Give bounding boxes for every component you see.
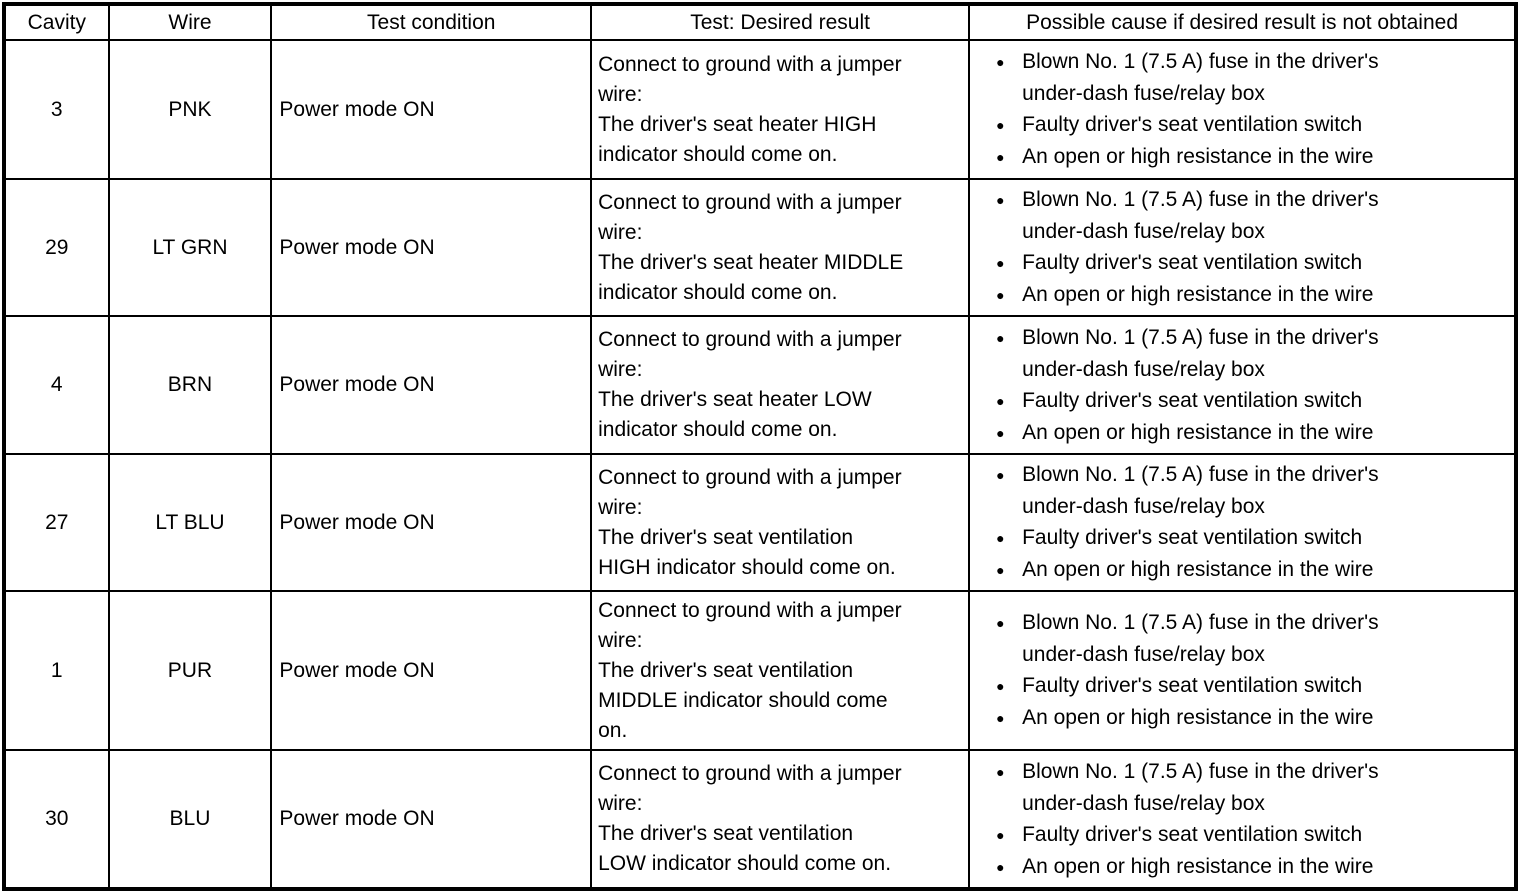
cause-item: Faulty driver's seat ventilation switch	[971, 819, 1512, 851]
cause-item: Blown No. 1 (7.5 A) fuse in the driver's…	[971, 607, 1512, 670]
causes-list: Blown No. 1 (7.5 A) fuse in the driver's…	[971, 607, 1512, 734]
wire-cell: PUR	[107, 590, 273, 751]
cavity-cell: 4	[3, 315, 110, 455]
header-wire: Wire	[107, 3, 273, 41]
test-condition-cell: Power mode ON	[270, 315, 593, 455]
desired-result-cell: Connect to ground with a jumper wire: Th…	[590, 749, 971, 890]
wire-cell: LT GRN	[107, 178, 273, 317]
causes-list: Blown No. 1 (7.5 A) fuse in the driver's…	[971, 322, 1512, 449]
causes-cell: Blown No. 1 (7.5 A) fuse in the driver's…	[968, 749, 1517, 890]
table-row: 29 LT GRN Power mode ON Connect to groun…	[3, 178, 1517, 317]
table-header-row: Cavity Wire Test condition Test: Desired…	[3, 3, 1517, 41]
causes-cell: Blown No. 1 (7.5 A) fuse in the driver's…	[968, 590, 1517, 751]
cavity-cell: 30	[3, 749, 110, 890]
cause-item: An open or high resistance in the wire	[971, 141, 1512, 173]
cause-item: Faulty driver's seat ventilation switch	[971, 247, 1512, 279]
test-condition-cell: Power mode ON	[270, 178, 593, 317]
cause-item: Blown No. 1 (7.5 A) fuse in the driver's…	[971, 756, 1512, 819]
causes-list: Blown No. 1 (7.5 A) fuse in the driver's…	[971, 756, 1512, 883]
table-row: 1 PUR Power mode ON Connect to ground wi…	[3, 590, 1517, 751]
cause-item: An open or high resistance in the wire	[971, 279, 1512, 311]
wire-cell: BLU	[107, 749, 273, 890]
desired-result-cell: Connect to ground with a jumper wire: Th…	[590, 315, 971, 455]
cause-item: Blown No. 1 (7.5 A) fuse in the driver's…	[971, 184, 1512, 247]
cause-item: An open or high resistance in the wire	[971, 702, 1512, 734]
test-condition-cell: Power mode ON	[270, 453, 593, 592]
cause-item: Blown No. 1 (7.5 A) fuse in the driver's…	[971, 46, 1512, 109]
desired-result-cell: Connect to ground with a jumper wire: Th…	[590, 39, 971, 180]
cavity-cell: 1	[3, 590, 110, 751]
wire-cell: BRN	[107, 315, 273, 455]
cavity-cell: 29	[3, 178, 110, 317]
table-row: 27 LT BLU Power mode ON Connect to groun…	[3, 453, 1517, 592]
causes-list: Blown No. 1 (7.5 A) fuse in the driver's…	[971, 459, 1512, 586]
table-row: 30 BLU Power mode ON Connect to ground w…	[3, 749, 1517, 890]
cavity-cell: 27	[3, 453, 110, 592]
causes-cell: Blown No. 1 (7.5 A) fuse in the driver's…	[968, 39, 1517, 180]
causes-list: Blown No. 1 (7.5 A) fuse in the driver's…	[971, 46, 1512, 173]
causes-list: Blown No. 1 (7.5 A) fuse in the driver's…	[971, 184, 1512, 311]
desired-result-cell: Connect to ground with a jumper wire: Th…	[590, 453, 971, 592]
table-row: 4 BRN Power mode ON Connect to ground wi…	[3, 315, 1517, 455]
header-desired-result: Test: Desired result	[590, 3, 971, 41]
cause-item: Faulty driver's seat ventilation switch	[971, 522, 1512, 554]
cause-item: An open or high resistance in the wire	[971, 554, 1512, 586]
cause-item: Faulty driver's seat ventilation switch	[971, 385, 1512, 417]
cause-item: An open or high resistance in the wire	[971, 851, 1512, 883]
header-cavity: Cavity	[3, 3, 110, 41]
causes-cell: Blown No. 1 (7.5 A) fuse in the driver's…	[968, 178, 1517, 317]
table-row: 3 PNK Power mode ON Connect to ground wi…	[3, 39, 1517, 180]
cause-item: An open or high resistance in the wire	[971, 417, 1512, 449]
cause-item: Faulty driver's seat ventilation switch	[971, 670, 1512, 702]
cause-item: Blown No. 1 (7.5 A) fuse in the driver's…	[971, 459, 1512, 522]
cause-item: Blown No. 1 (7.5 A) fuse in the driver's…	[971, 322, 1512, 385]
causes-cell: Blown No. 1 (7.5 A) fuse in the driver's…	[968, 315, 1517, 455]
desired-result-cell: Connect to ground with a jumper wire: Th…	[590, 590, 971, 751]
desired-result-cell: Connect to ground with a jumper wire: Th…	[590, 178, 971, 317]
test-condition-cell: Power mode ON	[270, 749, 593, 890]
header-possible-cause: Possible cause if desired result is not …	[968, 3, 1517, 41]
header-test-condition: Test condition	[270, 3, 593, 41]
test-condition-cell: Power mode ON	[270, 590, 593, 751]
wire-cell: LT BLU	[107, 453, 273, 592]
cavity-cell: 3	[3, 39, 110, 180]
causes-cell: Blown No. 1 (7.5 A) fuse in the driver's…	[968, 453, 1517, 592]
cause-item: Faulty driver's seat ventilation switch	[971, 109, 1512, 141]
test-condition-cell: Power mode ON	[270, 39, 593, 180]
wire-cell: PNK	[107, 39, 273, 180]
